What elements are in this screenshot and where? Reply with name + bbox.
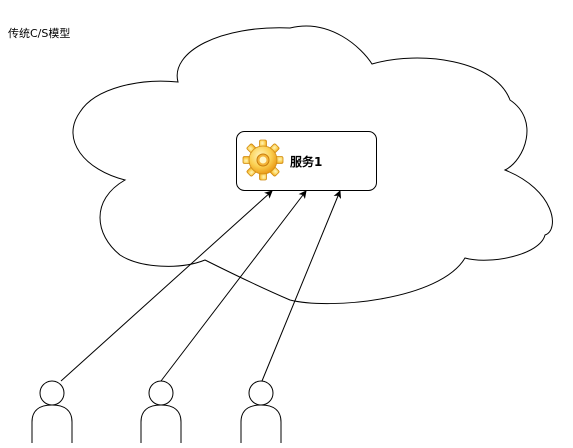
service-label: 服务1 [290,154,322,169]
user-icon[interactable] [140,380,182,443]
diagram-title: 传统C/S模型 [8,27,71,40]
user-icon[interactable] [240,380,282,443]
user-icon[interactable] [31,380,73,443]
connection-arrow [261,190,342,382]
gear-icon [242,139,284,181]
connection-arrow [60,190,273,382]
connection-arrow [160,190,307,382]
